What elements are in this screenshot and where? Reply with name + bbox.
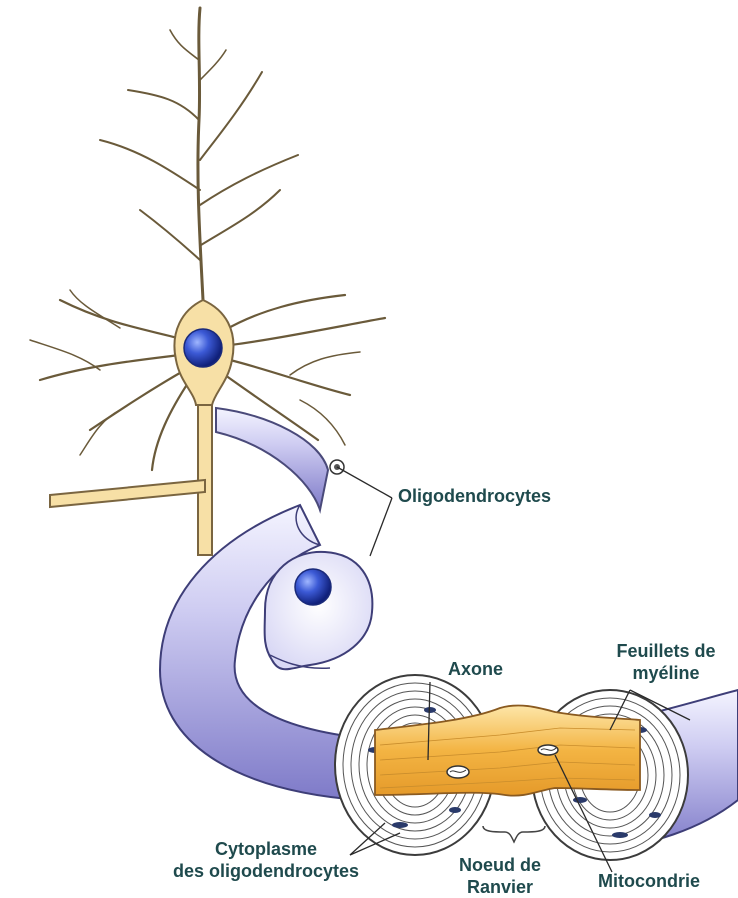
label-feuillets-line1: Feuillets de [598,640,734,662]
neuron-nucleus [184,329,222,367]
label-noeud-line2: Ranvier [440,876,560,898]
label-axone: Axone [448,658,503,680]
label-cytoplasme-line1: Cytoplasme [148,838,384,860]
label-cytoplasme-line2: des oligodendrocytes [148,860,384,882]
myelin-upper-segment [216,408,328,510]
label-mitocondrie: Mitocondrie [598,870,700,892]
label-feuillets-myeline: Feuillets de myéline [598,640,734,684]
label-cytoplasme: Cytoplasme des oligodendrocytes [148,838,384,882]
label-noeud-line1: Noeud de [440,854,560,876]
oligodendrocyte-nucleus [295,569,331,605]
label-oligodendrocytes: Oligodendrocytes [398,485,551,507]
node-brace [483,826,545,842]
axon-collateral [50,480,205,507]
label-noeud-ranvier: Noeud de Ranvier [440,854,560,898]
label-feuillets-line2: myéline [598,662,734,684]
